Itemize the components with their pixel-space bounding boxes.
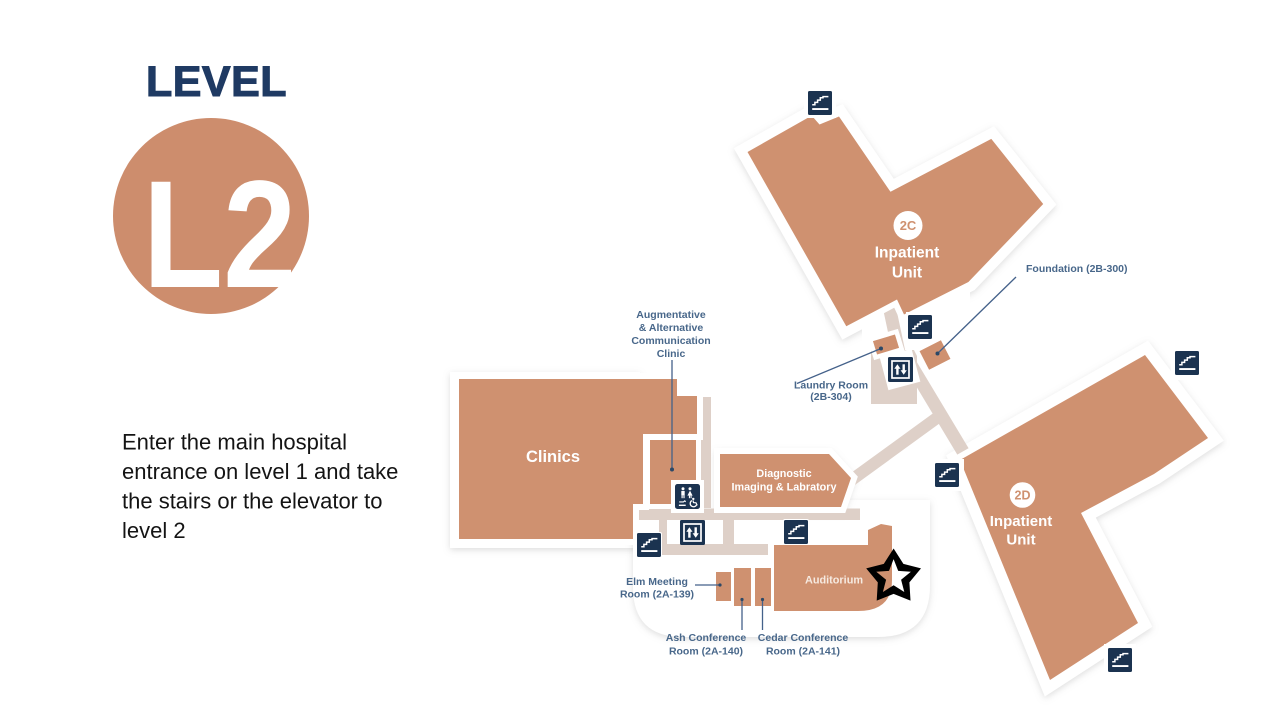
svg-text:the stairs or the elevator to: the stairs or the elevator to	[122, 489, 382, 514]
svg-text:Laundry Room: Laundry Room	[794, 380, 868, 392]
svg-text:Auditorium: Auditorium	[805, 575, 863, 587]
svg-text:Foundation (2B-300): Foundation (2B-300)	[1026, 263, 1128, 275]
svg-text:Room (2A-141): Room (2A-141)	[766, 646, 840, 658]
svg-text:Room (2A-139): Room (2A-139)	[620, 589, 694, 601]
svg-text:2C: 2C	[900, 218, 917, 233]
svg-text:Cedar Conference: Cedar Conference	[758, 632, 849, 644]
svg-text:Inpatient: Inpatient	[990, 513, 1053, 530]
svg-text:Augmentative: Augmentative	[636, 309, 706, 321]
svg-text:Ash Conference: Ash Conference	[666, 632, 747, 644]
svg-text:Clinics: Clinics	[526, 448, 580, 466]
svg-text:Clinic: Clinic	[657, 348, 686, 360]
svg-text:2D: 2D	[1015, 489, 1031, 503]
svg-text:Inpatient: Inpatient	[875, 245, 940, 262]
svg-text:LEVEL: LEVEL	[146, 58, 287, 106]
svg-text:& Alternative: & Alternative	[639, 322, 704, 334]
svg-text:Unit: Unit	[1006, 532, 1035, 549]
svg-text:Diagnostic: Diagnostic	[756, 468, 811, 480]
svg-text:level 2: level 2	[122, 518, 186, 543]
svg-text:Imaging & Labratory: Imaging & Labratory	[732, 482, 837, 494]
svg-text:L2: L2	[143, 150, 297, 320]
svg-text:Elm Meeting: Elm Meeting	[626, 576, 688, 588]
svg-text:(2B-304): (2B-304)	[810, 391, 851, 403]
svg-text:Room (2A-140): Room (2A-140)	[669, 646, 743, 658]
svg-text:Communication: Communication	[631, 335, 710, 347]
svg-text:Enter the main hospital: Enter the main hospital	[122, 430, 347, 455]
svg-text:Unit: Unit	[892, 265, 922, 282]
svg-text:entrance on level 1 and take: entrance on level 1 and take	[122, 459, 398, 484]
